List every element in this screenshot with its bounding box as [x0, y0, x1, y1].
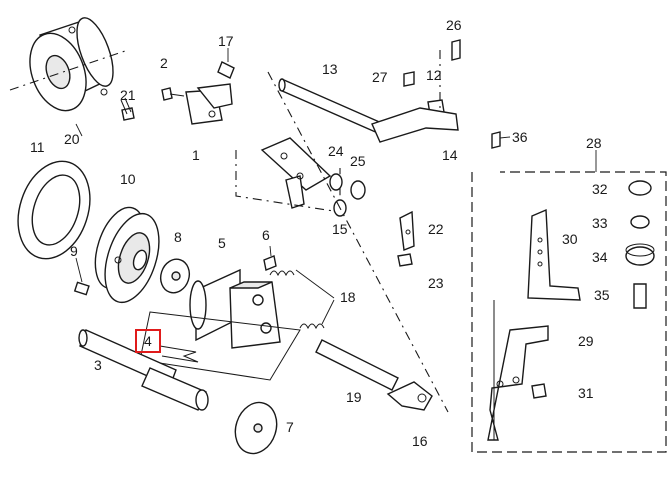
label-3: 3: [94, 357, 102, 373]
part-4-pin: [159, 345, 199, 363]
part-11-ring: [17, 160, 91, 260]
part-5-block: [139, 268, 301, 381]
label-9: 9: [70, 243, 78, 259]
label-16: 16: [412, 433, 428, 449]
part-23-screw: [397, 253, 413, 267]
part-8-washer: [159, 258, 191, 294]
part-10-pulley: [94, 206, 160, 304]
part-29-plate: [487, 300, 549, 441]
label-24: 24: [328, 143, 344, 159]
label-12: 12: [426, 67, 442, 83]
part-31-nut: [531, 383, 547, 399]
part-26-screw: [451, 39, 461, 61]
label-25: 25: [350, 153, 366, 169]
label-26: 26: [446, 17, 462, 33]
part-7-disc: [234, 401, 278, 455]
label-4: 4: [144, 333, 152, 349]
label-1: 1: [192, 147, 200, 163]
part-9-screw: [73, 257, 90, 296]
part-13-rod: [278, 78, 385, 135]
label-7: 7: [286, 419, 294, 435]
highlight-box-4: [135, 329, 161, 353]
label-28: 28: [586, 135, 602, 151]
label-6: 6: [262, 227, 270, 243]
sub-assembly-box: [471, 150, 667, 453]
part-2-screw: [161, 87, 185, 101]
label-30: 30: [562, 231, 578, 247]
part-6-screw: [263, 245, 277, 271]
part-35-stud: [633, 283, 647, 309]
part-21-set-screw: [120, 97, 135, 121]
part-36-screw: [491, 131, 511, 149]
part-18-springs: [269, 269, 335, 330]
label-2: 2: [160, 55, 168, 71]
part-33-cap: [630, 215, 650, 229]
part-34-disc: [625, 243, 655, 266]
label-5: 5: [218, 235, 226, 251]
part-27-screw: [403, 71, 415, 87]
label-13: 13: [322, 61, 338, 77]
part-24-washer: [329, 173, 343, 191]
part-25-washer: [350, 180, 366, 200]
label-32: 32: [592, 181, 608, 197]
label-11: 11: [30, 139, 45, 155]
label-33: 33: [592, 215, 608, 231]
part-17-pin: [217, 48, 235, 79]
label-20: 20: [64, 131, 80, 147]
part-16-fork: [386, 381, 433, 411]
label-31: 31: [578, 385, 594, 401]
label-18: 18: [340, 289, 356, 305]
part-3-shaft: [78, 329, 209, 411]
label-35: 35: [594, 287, 610, 303]
part-14-lever: [371, 50, 459, 143]
part-22-bracket: [399, 210, 415, 251]
linkage-assembly: [235, 137, 341, 213]
label-34: 34: [592, 249, 608, 265]
label-19: 19: [346, 389, 362, 405]
part-labels: 20 21 11 10 9 8 5 6 18 3 4 7 2 1 17 13 2…: [30, 17, 610, 449]
label-21: 21: [120, 87, 136, 103]
label-36: 36: [512, 129, 528, 145]
part-1-bracket: [185, 83, 233, 125]
label-10: 10: [120, 171, 136, 187]
label-8: 8: [174, 229, 182, 245]
label-14: 14: [442, 147, 458, 163]
label-15: 15: [332, 221, 348, 237]
part-32-cap: [628, 180, 652, 196]
part-19-rod: [315, 339, 399, 391]
label-23: 23: [428, 275, 444, 291]
label-29: 29: [578, 333, 594, 349]
label-17: 17: [218, 33, 234, 49]
label-27: 27: [372, 69, 388, 85]
part-20-collar: [9, 17, 129, 112]
label-22: 22: [428, 221, 444, 237]
part-30-arm: [527, 208, 581, 301]
